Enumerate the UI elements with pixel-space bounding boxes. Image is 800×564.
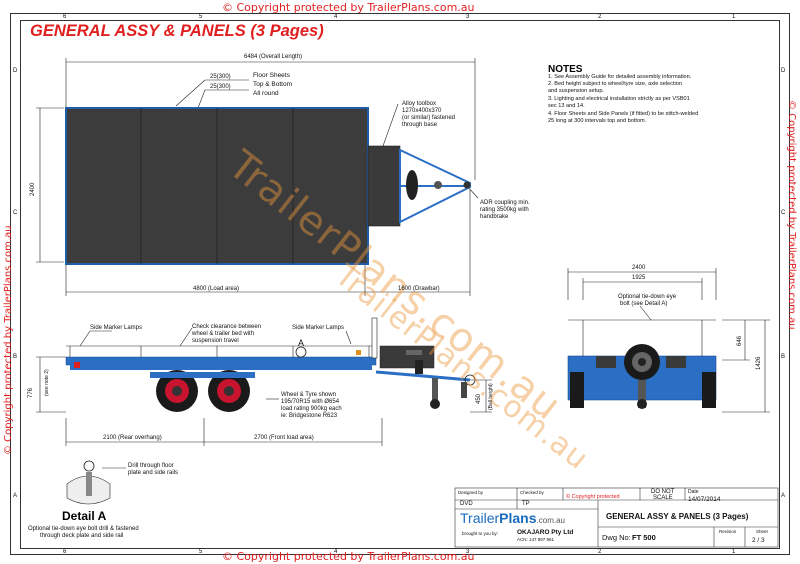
grid-col-3: 3 — [466, 14, 470, 20]
checked-by-label: Checked by — [520, 490, 544, 495]
date: 14/07/2014 — [688, 496, 721, 503]
note-line: and suspension setup. — [548, 88, 604, 94]
grid-row-d-right: D — [781, 68, 786, 74]
drawbar-dim: 1600 (Drawbar) — [398, 286, 440, 292]
do-not-scale-2: SCALE — [653, 495, 673, 501]
section-mark-a: A — [298, 338, 305, 348]
sheet-number: 2 / 3 — [752, 537, 765, 544]
grid-col-1-bottom: 1 — [732, 549, 736, 555]
floor-sheets-label-3: All round — [253, 90, 279, 97]
detail-caption-2: through deck plate and side rail — [40, 533, 124, 539]
detail-title: Detail A — [62, 509, 107, 523]
tb-copyright: © Copyright protected — [566, 494, 620, 500]
ball-height: 450 — [476, 393, 482, 404]
rear-overhang-dim: 2100 (Rear overhang) — [103, 435, 162, 441]
designed-by: DVD — [460, 501, 473, 507]
grid-col-2: 2 — [598, 14, 602, 20]
height-776: 776 — [28, 387, 34, 398]
note-line: 1. See Assembly Guide for detailed assem… — [548, 74, 692, 80]
notes-heading: NOTES — [548, 64, 583, 75]
grid-col-4: 4 — [334, 14, 338, 20]
grid-col-2-bottom: 2 — [598, 549, 602, 555]
toolbox-note-3: (or similar) fastened — [402, 115, 456, 121]
grid-col-6: 6 — [63, 14, 67, 20]
drawing-inner-border — [20, 20, 780, 549]
do-not-scale-1: DO NOT — [651, 489, 675, 495]
toolbox-note-1: Alloy toolbox — [402, 101, 437, 107]
drawing-title: GENERAL ASSY & PANELS (3 Pages) — [606, 512, 749, 521]
note-line: 3. Lighting and electrical installation … — [548, 96, 690, 102]
grid-row-a: A — [13, 493, 18, 499]
grid-row-b: B — [13, 354, 18, 360]
detail-callout-2: plate and side rails — [128, 470, 179, 476]
wheel-note-4: ie: Bridgestone R623 — [281, 413, 338, 419]
floor-sheets-dim-2: 25(300) — [210, 84, 231, 90]
toolbox-note-4: through base — [402, 122, 438, 128]
grid-col-5: 5 — [199, 14, 203, 20]
side-marker-lamps-1: Side Marker Lamps — [90, 325, 143, 331]
brought-by: brought to you by: — [462, 531, 499, 536]
company-name: OKAJARO Pty Ltd — [517, 529, 574, 536]
company-acn: ACN: 147 897 961 — [517, 537, 555, 542]
width-2400: 2400 — [30, 182, 36, 196]
note-line: 4. Floor Sheets and Side Panels (if fitt… — [548, 111, 699, 117]
coupling-note-2: rating 3500kg with — [480, 207, 529, 213]
toolbox-note-2: 1270x400x370 — [402, 108, 442, 114]
rear-height-646: 646 — [737, 335, 743, 346]
note-line: 25 long at 300 intervals top and bottom. — [548, 118, 647, 124]
coupling-note-3: handbrake — [480, 214, 509, 220]
wheel-note-1: Wheel & Tyre shown — [281, 392, 336, 398]
logo-trailer: Trailer — [460, 510, 500, 526]
side-marker-lamps-2: Side Marker Lamps — [292, 325, 345, 331]
detail-caption-1: Optional tie-down eye bolt drill & faste… — [28, 526, 139, 532]
clearance-note-2: wheel & trailer bed with — [192, 331, 255, 337]
logo-suffix: .com.au — [536, 516, 565, 525]
logo-plans: Plans — [499, 510, 537, 526]
clearance-note-1: Check clearance between — [192, 324, 262, 330]
grid-row-a-right: A — [781, 493, 786, 499]
designed-by-label: Designed by — [458, 490, 484, 495]
grid-col-5-bottom: 5 — [199, 549, 203, 555]
wheel-note-3: load rating 900kg each — [281, 406, 342, 412]
rear-width-2400: 2400 — [632, 265, 646, 271]
grid-col-1: 1 — [732, 14, 736, 20]
tiedown-note-1: Optional tie-down eye — [618, 294, 677, 300]
grid-row-c-right: C — [781, 210, 786, 216]
date-label: Date — [688, 489, 699, 495]
note-line: 2. Bed height subject to wheel/tyre size… — [548, 81, 683, 87]
floor-sheets-dim-1: 25(300) — [210, 74, 231, 80]
dwg-no: FT 500 — [632, 533, 656, 542]
ball-height-note: (Ball height) — [488, 383, 494, 410]
note-line: sec 13 and 14. — [548, 103, 585, 109]
copyright-bottom: © Copyright protected by TrailerPlans.co… — [222, 550, 475, 563]
checked-by: TP — [522, 501, 530, 507]
detail-callout-1: Drill through floor — [128, 463, 174, 469]
sheet-label: Sheet — [756, 529, 768, 534]
grid-col-3-bottom: 3 — [466, 549, 470, 555]
grid-row-b-right: B — [781, 354, 786, 360]
wheel-note-2: 195/70R15 with Ø654 — [281, 399, 340, 405]
tiedown-note-2: bolt (see Detail A) — [620, 301, 668, 307]
floor-sheets-label-1: Floor Sheets — [253, 72, 290, 79]
grid-col-4-bottom: 4 — [334, 549, 338, 555]
grid-row-c: C — [13, 210, 18, 216]
dwg-no-label: Dwg No: — [602, 533, 631, 542]
drawing-border — [10, 13, 790, 555]
rear-width-1925: 1925 — [632, 275, 646, 281]
grid-col-6-bottom: 6 — [63, 549, 67, 555]
rear-height-1426: 1426 — [756, 356, 762, 370]
clearance-note-3: suspension travel — [192, 338, 239, 344]
coupling-note-1: ADR coupling min. — [480, 200, 530, 206]
height-776-note: (see note 2) — [44, 369, 50, 396]
front-load-dim: 2700 (Front load area) — [254, 435, 314, 441]
load-area-dim: 4800 (Load area) — [193, 286, 240, 292]
page-title: GENERAL ASSY & PANELS (3 Pages) — [30, 22, 324, 40]
grid-row-d: D — [13, 68, 18, 74]
floor-sheets-label-2: Top & Bottom — [253, 81, 293, 88]
trailerplans-logo: TrailerPlans.com.au — [460, 510, 565, 526]
overall-length: 6484 (Overall Length) — [244, 54, 303, 60]
revision-label: Revision — [719, 529, 737, 534]
copyright-top: © Copyright protected by TrailerPlans.co… — [222, 1, 475, 14]
